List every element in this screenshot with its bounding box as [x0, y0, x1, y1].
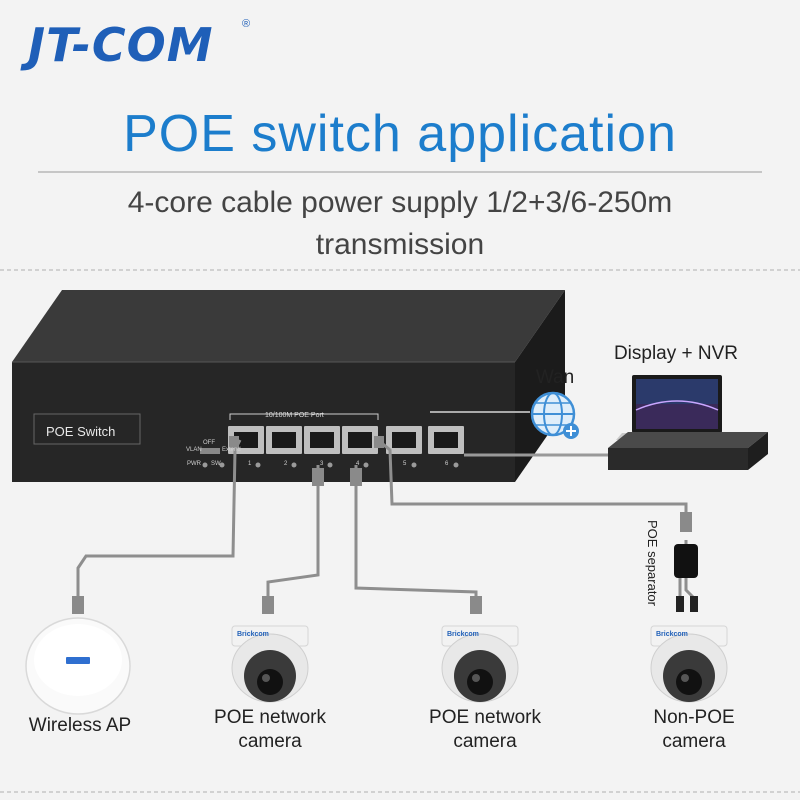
port-6-led [454, 463, 459, 468]
port-6-socket [434, 432, 458, 448]
subtitle-line-1: 4-core cable power supply 1/2+3/6-250m [0, 182, 800, 224]
nvr-device [608, 432, 768, 470]
cable-to-camera-1 [268, 465, 318, 598]
port-4-led [364, 463, 369, 468]
pwr-led [203, 463, 208, 468]
laptop-icon [616, 375, 738, 440]
non-poe-camera-label-line-1: Non-POE [614, 706, 774, 730]
port-number-4: 4 [356, 461, 359, 467]
pwr-label: PWR [187, 461, 201, 467]
poe-camera-2-label-line-1: POE network [405, 706, 565, 730]
port-number-3: 3 [320, 461, 323, 467]
non-poe-camera-label-line-2: camera [614, 730, 774, 754]
poe-camera-2-label-line-2: camera [405, 730, 565, 754]
port-5-socket [392, 432, 416, 448]
port-2-led [292, 463, 297, 468]
cable-to-camera-2 [356, 465, 476, 605]
poe-camera-1-label: POE network camera [190, 706, 350, 754]
port-3-led [328, 463, 333, 468]
connector-camera-2 [470, 596, 482, 614]
non-poe-camera-label: Non-POE camera [614, 706, 774, 754]
connector-port-5 [374, 436, 384, 448]
sw-label: SW [211, 461, 221, 467]
wan-label: Wan [520, 366, 590, 390]
subtitle-line-2: transmission [0, 224, 800, 266]
port-5-led [412, 463, 417, 468]
poe-separator-label: POE separator [645, 520, 660, 607]
port-number-6: 6 [445, 461, 448, 467]
vlan-switch-toggle [200, 448, 220, 454]
port-number-2: 2 [284, 461, 287, 467]
connector-port-4 [350, 468, 362, 486]
camera-2-brand: Brickcom [447, 631, 479, 638]
poe-camera-1-label-line-1: POE network [190, 706, 350, 730]
poe-separator-device [674, 544, 698, 578]
extend-label: Extend [222, 447, 241, 453]
connector-port-3 [312, 468, 324, 486]
switch-ports [228, 426, 464, 454]
connector-separator-in [680, 512, 692, 532]
display-nvr-label: Display + NVR [596, 342, 756, 366]
separator-plug-b [690, 596, 698, 612]
port-2-socket [272, 432, 296, 448]
port-1-led [256, 463, 261, 468]
wireless-ap-device [26, 618, 130, 714]
port-number-1: 1 [248, 461, 251, 467]
camera-1-brand: Brickcom [237, 631, 269, 638]
poe-switch [12, 290, 565, 482]
wireless-ap-label: Wireless AP [10, 714, 150, 738]
poe-camera-1-label-line-2: camera [190, 730, 350, 754]
port-3-socket [310, 432, 334, 448]
switch-top [12, 290, 565, 362]
ap-logo-badge [66, 657, 90, 664]
connector-camera-1 [262, 596, 274, 614]
camera-3-brand: Brickcom [656, 631, 688, 638]
port-number-5: 5 [403, 461, 406, 467]
port-4-socket [348, 432, 372, 448]
off-label: OFF [203, 440, 215, 446]
switch-front [12, 362, 515, 482]
connector-ap [72, 596, 84, 614]
vlan-label: VLAN [186, 447, 202, 453]
poe-camera-2-label: POE network camera [405, 706, 565, 754]
separator-plug-a [676, 596, 684, 612]
switch-label: POE Switch [46, 424, 115, 439]
page-subtitle: 4-core cable power supply 1/2+3/6-250m t… [0, 182, 800, 266]
port-group-label: 10/100M POE Port [265, 412, 324, 419]
